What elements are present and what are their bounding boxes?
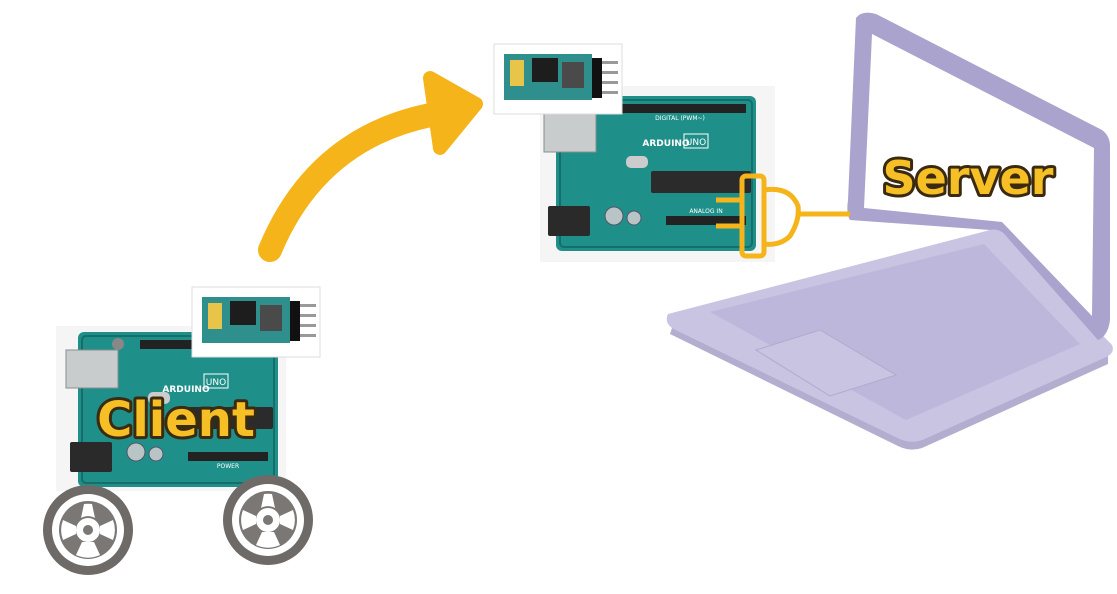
client-board-brand: ARDUINO	[162, 385, 210, 395]
server-board-brand: ARDUINO	[642, 139, 690, 149]
server-bluetooth-module-icon	[493, 43, 623, 115]
client-board-power-label: POWER	[217, 463, 239, 470]
server-arduino-uno-board-icon: ARDUINO UNO DIGITAL (PWM~) ANALOG IN	[543, 95, 757, 252]
client-arduino-uno-board-icon: ARDUINO UNO POWER	[65, 331, 279, 488]
server-label: Server	[883, 151, 1054, 205]
laptop-icon	[666, 12, 1113, 450]
arrow-icon	[258, 71, 483, 262]
client-label: Client	[97, 392, 255, 448]
client-bluetooth-module-icon	[191, 286, 321, 358]
server-board-model: UNO	[686, 138, 706, 148]
wheel-icon	[223, 475, 313, 565]
wheel-icon	[43, 485, 133, 575]
server-board-analog-label: ANALOG IN	[689, 208, 722, 215]
server-board-digital-label: DIGITAL (PWM~)	[655, 115, 705, 122]
usb-cable-icon	[716, 173, 850, 259]
client-board-model: UNO	[206, 378, 226, 388]
